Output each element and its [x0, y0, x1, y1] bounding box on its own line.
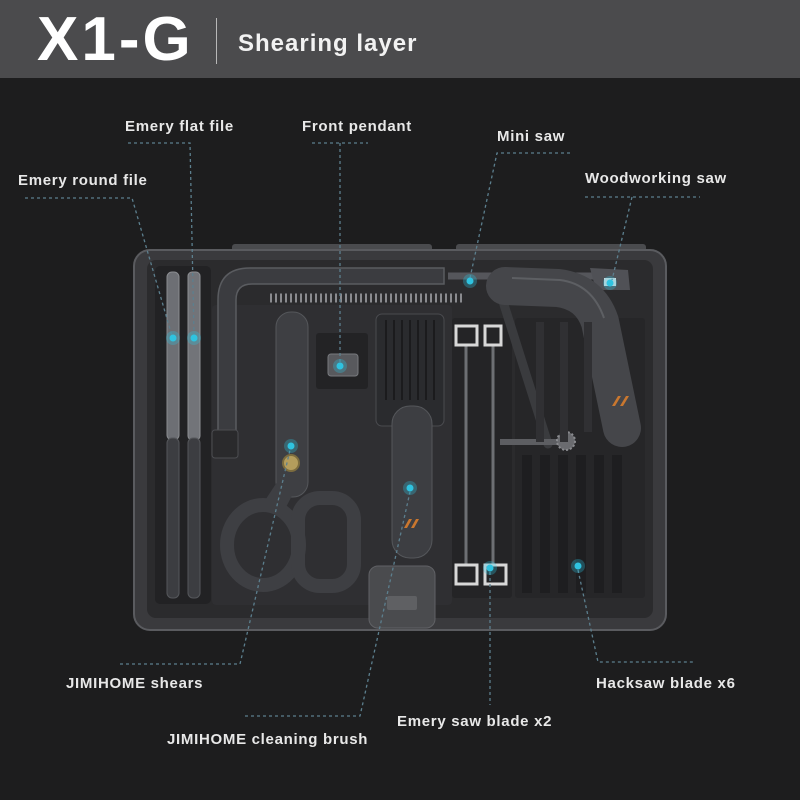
label-front-pendant: Front pendant [302, 118, 412, 135]
emery-round-file [166, 271, 180, 599]
frame-foot [211, 429, 239, 459]
jimihome-cleaning-brush [375, 313, 445, 559]
shears-handle-right [291, 491, 361, 593]
marker-woodworking-saw [603, 276, 617, 290]
shears-pivot [282, 454, 300, 472]
marker-front-pendant [333, 359, 347, 373]
marker-emery-round-file [166, 331, 180, 345]
label-cleaning-brush: JIMIHOME cleaning brush [167, 731, 369, 748]
hacksaw-frame [217, 267, 445, 449]
brush-logo [404, 519, 419, 528]
hacksaw-blades [522, 322, 622, 593]
marker-cleaning-brush [403, 481, 417, 495]
leader-lines [25, 142, 700, 717]
label-woodworking-saw: Woodworking saw [585, 170, 727, 187]
emery-blade-compartment [452, 318, 512, 598]
leader-shears [120, 449, 291, 665]
jimihome-shears [220, 311, 361, 593]
leader-emery-flat-file [128, 142, 195, 337]
emery-flat-file [187, 271, 201, 599]
model-title: X1-G [37, 5, 194, 74]
marker-emery-saw-blade [483, 561, 497, 575]
marker-emery-flat-file [187, 331, 201, 345]
label-hacksaw-blade: Hacksaw blade x6 [596, 675, 736, 692]
file-compartment [155, 266, 211, 604]
woodworking-saw-handle [486, 267, 641, 447]
leader-mini-saw [469, 152, 570, 279]
label-emery-flat-file: Emery flat file [125, 118, 234, 135]
label-emery-round-file: Emery round file [18, 172, 148, 189]
layer-subtitle: Shearing layer [238, 30, 418, 57]
header-divider [216, 18, 217, 64]
label-emery-saw-blade: Emery saw blade x2 [397, 713, 553, 730]
leader-hacksaw-blade [577, 569, 695, 663]
marker-mini-saw [463, 274, 477, 288]
emery-saw-blades [454, 324, 508, 586]
leader-woodworking-saw-drop [611, 196, 633, 281]
label-mini-saw: Mini saw [497, 128, 566, 145]
marker-hacksaw-blade [571, 559, 585, 573]
label-jimihome-shears: JIMIHOME shears [66, 675, 204, 692]
markers [166, 274, 617, 575]
saw-logo [612, 396, 629, 406]
header-bar: X1-G Shearing layer [0, 0, 800, 78]
brush-handle [391, 405, 433, 559]
marker-shears [284, 439, 298, 453]
tray-bottom-latch [387, 596, 417, 610]
leader-cleaning-brush [245, 491, 411, 717]
shears-blade [275, 311, 309, 498]
